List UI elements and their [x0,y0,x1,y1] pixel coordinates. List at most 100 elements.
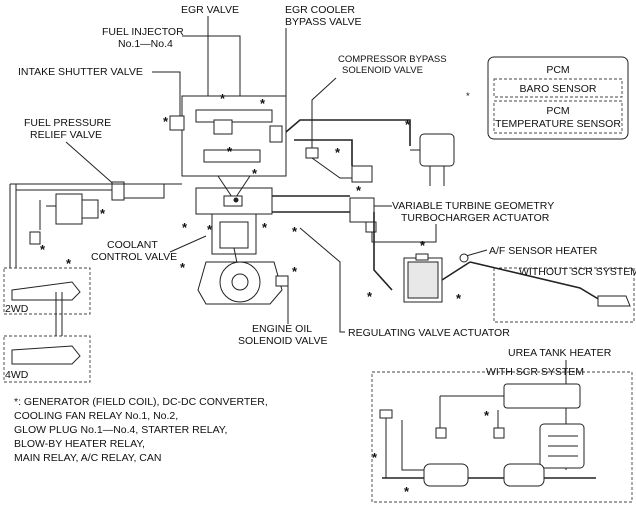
engine-oil-label-line2: SOLENOID VALVE [238,335,327,347]
injector-dot [233,197,239,203]
2wd-tank [11,281,81,301]
fuel-pump-regulator [81,199,99,219]
piston [219,221,249,249]
drivetrain-2wd: 2WD [3,267,91,315]
intake-shutter-label: INTAKE SHUTTER VALVE [18,66,143,78]
fuel-pressure-label-line2: RELIEF VALVE [30,129,102,141]
compressor-housing [351,165,373,183]
asterisk-marker: * [420,238,426,253]
footnote-line1: *: GENERATOR (FIELD COIL), DC-DC CONVERT… [14,396,268,408]
engine-oil-solenoid [275,275,289,287]
coolant-label-line1: COOLANT [107,239,158,251]
air-system [272,119,455,233]
muffler [597,295,631,307]
baro-sensor-box [493,78,623,98]
intake-duct-lower [294,139,353,166]
label-vgt: VARIABLE TURBINE GEOMETRY TURBOCHARGER A… [366,200,554,243]
asterisk-marker: * [356,183,362,198]
regulating-leader [299,227,345,333]
scr-catalyst-2 [503,463,545,487]
injector-tip [223,195,243,207]
air-cleaner [419,133,455,167]
scr-catalyst-1 [423,463,469,487]
drivetrain-4wd: 4WD [3,292,91,383]
engine-assembly [169,95,289,305]
without-scr-frame [493,267,635,323]
asterisk-marker: * [207,222,213,237]
asterisk-marker: * [292,264,298,279]
engine-oil-label-line1: ENGINE OIL [252,323,312,335]
regulating-label: REGULATING VALVE ACTUATOR [348,327,510,339]
intake-manifold [181,95,287,177]
fuel-pressure-relief-valve [111,181,125,201]
scr-system: WITH SCR SYSTEM UREA TANK HEATER [371,347,633,503]
pcm-box: PCM BARO SENSOR PCM TEMPERATURE SENSOR * [466,56,629,140]
footnote-line5: MAIN RELAY, A/C RELAY, CAN [14,452,161,464]
footnote-line3: GLOW PLUG No.1—No.4, STARTER RELAY, [14,424,227,436]
intake-shutter-leader [152,71,181,120]
asterisk-marker: * [262,220,268,235]
af-sensor-leader [465,249,488,257]
pcm-temp-label-line2: TEMPERATURE SENSOR [495,118,621,130]
label-egr-cooler-bypass: EGR COOLER BYPASS VALVE [285,4,361,125]
fuel-injector-label-line1: FUEL INJECTOR [102,26,184,38]
pcm-asterisk: * [466,91,470,102]
egr-valve-body [213,119,233,135]
label-intake-shutter: INTAKE SHUTTER VALVE [18,66,181,120]
scr-wiring-3 [401,420,424,471]
asterisk-marker: * [100,206,106,221]
egr-passage [203,149,261,163]
vgt-leader-2 [371,224,437,243]
asterisk-marker: * [66,256,72,271]
exhaust-system: WITHOUT SCR SYSTEM [373,212,636,323]
coolant-label-line2: CONTROL VALVE [91,251,177,263]
asterisk-marker: * [227,144,233,159]
label-regulating-valve: REGULATING VALVE ACTUATOR [299,227,510,339]
crankshaft-center [231,273,249,291]
egr-valve-label: EGR VALVE [181,4,239,16]
urea-tank-label: UREA TANK HEATER [508,347,612,359]
asterisk-marker: * [260,96,266,111]
post-cat-pipe [441,261,471,281]
asterisk-marker: * [180,260,186,275]
af-sensor-label: A/F SENSOR HEATER [489,245,598,257]
scr-control-unit [503,383,581,409]
asterisk-marker: * [292,224,298,239]
footnote: *: GENERATOR (FIELD COIL), DC-DC CONVERT… [14,396,268,464]
egr-cooler-bypass-valve [269,125,283,143]
asterisk-marker: * [335,145,341,160]
urea-tank-heater [548,435,578,457]
label-compressor-bypass: COMPRESSOR BYPASS SOLENOID VALVE [311,54,447,148]
baro-sensor-label: BARO SENSOR [519,83,596,95]
egr-cooler [195,109,273,123]
asterisk-marker: * [182,220,188,235]
compressor-label-line2: SOLENOID VALVE [342,65,423,76]
bypass-hose [311,157,352,179]
without-scr-label: WITHOUT SCR SYSTEM [519,266,636,278]
vgt-actuator [365,221,377,233]
compressor-bypass-solenoid [305,147,319,159]
asterisk-marker: * [456,291,462,306]
egr-cooler-label-line2: BYPASS VALVE [285,16,361,28]
asterisk-marker: * [372,450,378,465]
asterisk-marker: * [404,484,410,499]
asterisk-marker: * [220,91,226,106]
label-coolant-control: COOLANT CONTROL VALVE [91,235,207,263]
air-cleaner-legs [429,166,445,186]
coolant-leader [169,235,207,253]
intake-duct-upper [285,119,411,146]
label-engine-oil: ENGINE OIL SOLENOID VALVE [238,286,327,347]
fuel-pressure-leader [65,141,119,189]
2wd-label: 2WD [5,303,29,315]
compressor-label-line1: COMPRESSOR BYPASS [338,54,447,65]
nox-sensor [493,427,505,439]
fuel-pressure-label-line1: FUEL PRESSURE [24,117,111,129]
dpf-core [407,261,439,299]
vgt-label-line1: VARIABLE TURBINE GEOMETRY [392,200,554,212]
asterisk-marker: * [40,242,46,257]
footnote-line4: BLOW-BY HEATER RELAY, [14,438,145,450]
af-sensor [459,253,469,263]
4wd-label: 4WD [5,369,29,381]
scr-sensor-1 [379,409,393,419]
